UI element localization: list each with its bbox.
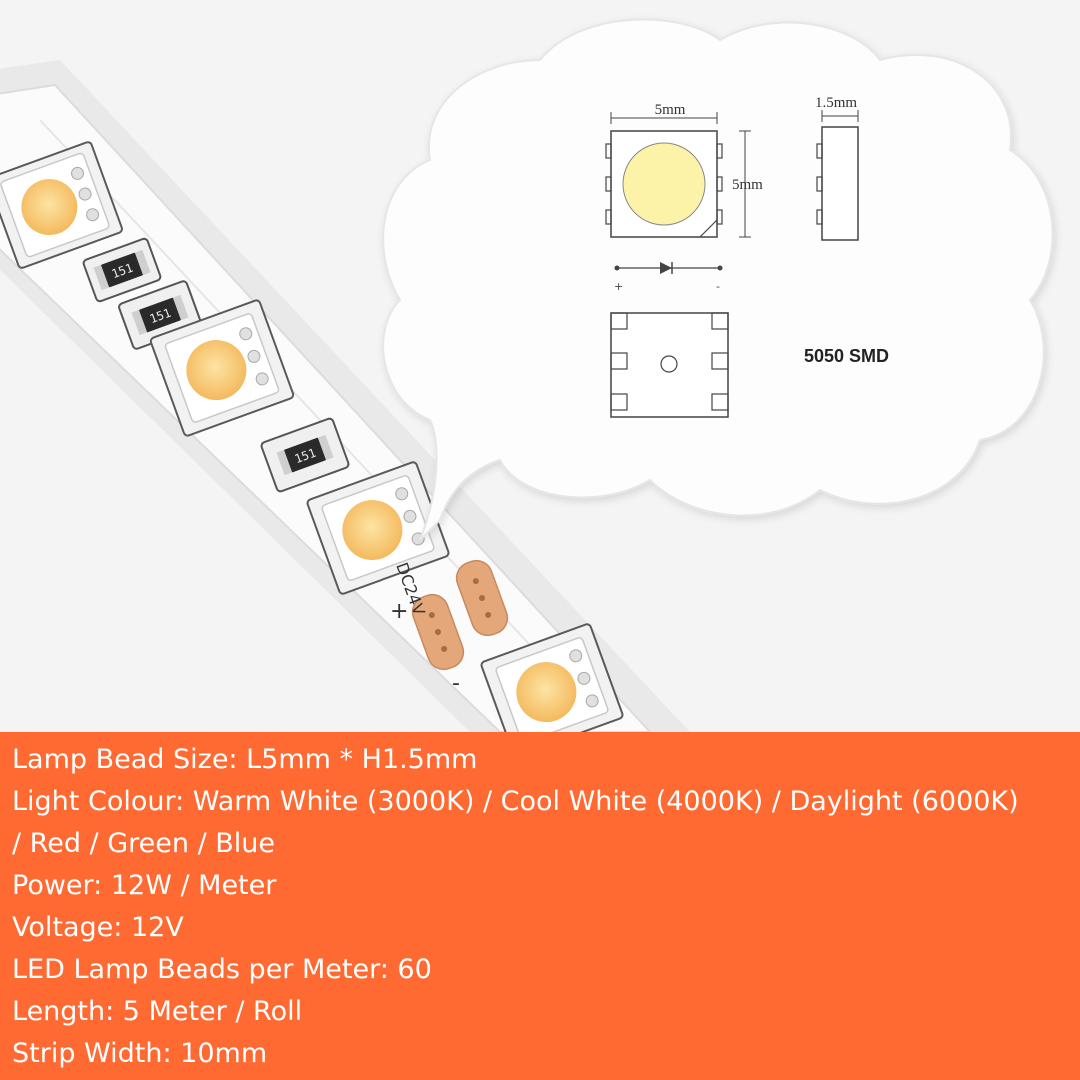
- spec-light-colour: Light Colour: Warm White (3000K) / Cool …: [12, 786, 1019, 817]
- resistor-code: 151: [293, 446, 318, 467]
- smd-side-view: 1.5mm: [815, 95, 859, 241]
- led-bead: [0, 141, 123, 269]
- led-bead: [149, 299, 295, 437]
- strip-plus-mark: +: [390, 599, 408, 624]
- led-bead: [306, 461, 450, 595]
- spec-strip-width: Strip Width: 10mm: [12, 1038, 268, 1069]
- resistor-code: 151: [110, 261, 135, 282]
- strip-minus-mark: -: [452, 671, 460, 696]
- resistor: 151: [260, 417, 350, 493]
- spec-length: Length: 5 Meter / Roll: [12, 996, 303, 1027]
- spec-power: Power: 12W / Meter: [12, 870, 277, 901]
- product-illustration: 151 151 151: [0, 18, 1054, 732]
- callout-cloud: [382, 18, 1054, 541]
- thickness-label: 1.5mm: [815, 95, 857, 111]
- width-dimension: 5mm: [610, 102, 718, 124]
- spec-light-colour-cont: / Red / Green / Blue: [12, 828, 276, 859]
- led-bead: [480, 623, 624, 732]
- resistor-code: 151: [148, 306, 173, 327]
- copper-pads: [411, 559, 509, 671]
- polarity-minus: -: [716, 280, 720, 293]
- polarity-diagram: + -: [614, 262, 723, 293]
- led-strip-illustration: 151 151 151: [0, 18, 1054, 732]
- height-label: 5mm: [732, 177, 763, 193]
- width-label: 5mm: [655, 102, 686, 118]
- model-label: 5050 SMD: [804, 346, 889, 366]
- resistor: 151: [82, 237, 162, 303]
- smd-bottom-view: [610, 312, 729, 418]
- height-dimension: 5mm: [732, 130, 763, 238]
- spec-voltage: Voltage: 12V: [12, 912, 184, 943]
- smd-top-view: [605, 130, 723, 238]
- spec-beads-per-meter: LED Lamp Beads per Meter: 60: [12, 954, 432, 985]
- polarity-plus: +: [614, 280, 623, 293]
- spec-lamp-bead-size: Lamp Bead Size: L5mm * H1.5mm: [12, 744, 478, 775]
- spec-panel: Lamp Bead Size: L5mm * H1.5mm Light Colo…: [0, 732, 1080, 1080]
